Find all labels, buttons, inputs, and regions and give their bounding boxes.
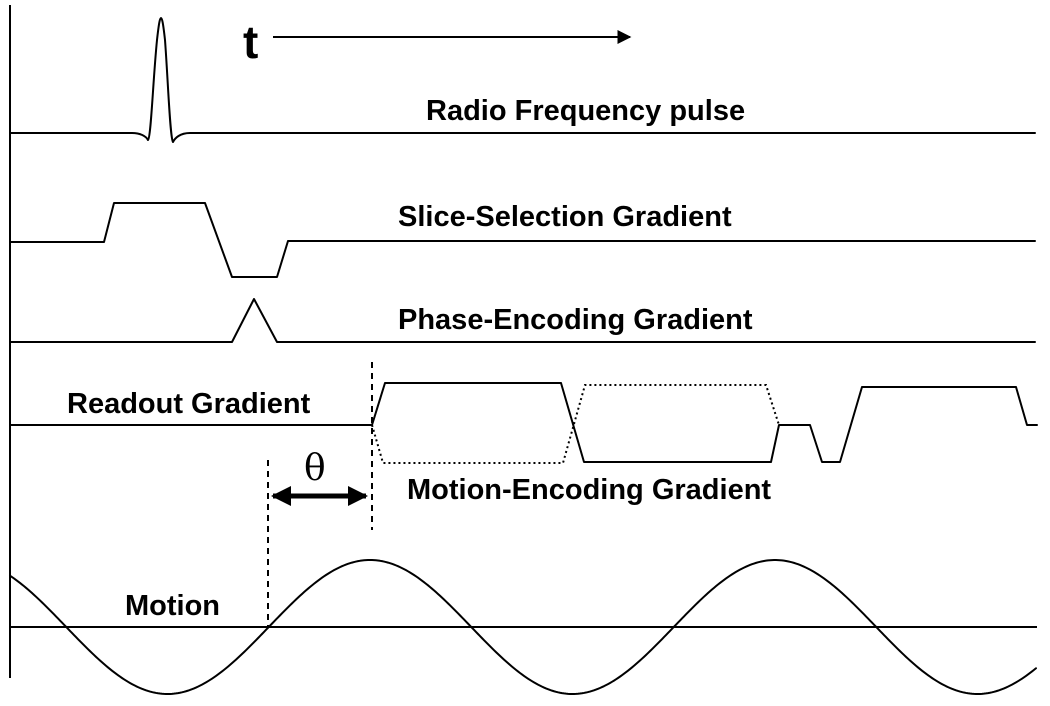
phase-encoding-waveform [9, 298, 1036, 343]
slice-selection-label: Slice-Selection Gradient [398, 201, 732, 233]
motion-label: Motion [125, 590, 220, 622]
motion-encoding-label: Motion-Encoding Gradient [407, 474, 771, 506]
phase-encoding-label: Phase-Encoding Gradient [398, 304, 753, 336]
theta-label: θ [304, 448, 326, 489]
slice-selection-waveform [9, 202, 1036, 278]
rf-pulse-waveform [9, 17, 1036, 143]
motion-encoding-alternate-waveform [371, 384, 780, 464]
readout-waveform [9, 382, 1038, 463]
rf-label: Radio Frequency pulse [426, 95, 745, 127]
readout-label: Readout Gradient [67, 388, 311, 420]
motion-sine-waveform [9, 559, 1037, 695]
time-label: t [243, 16, 258, 68]
